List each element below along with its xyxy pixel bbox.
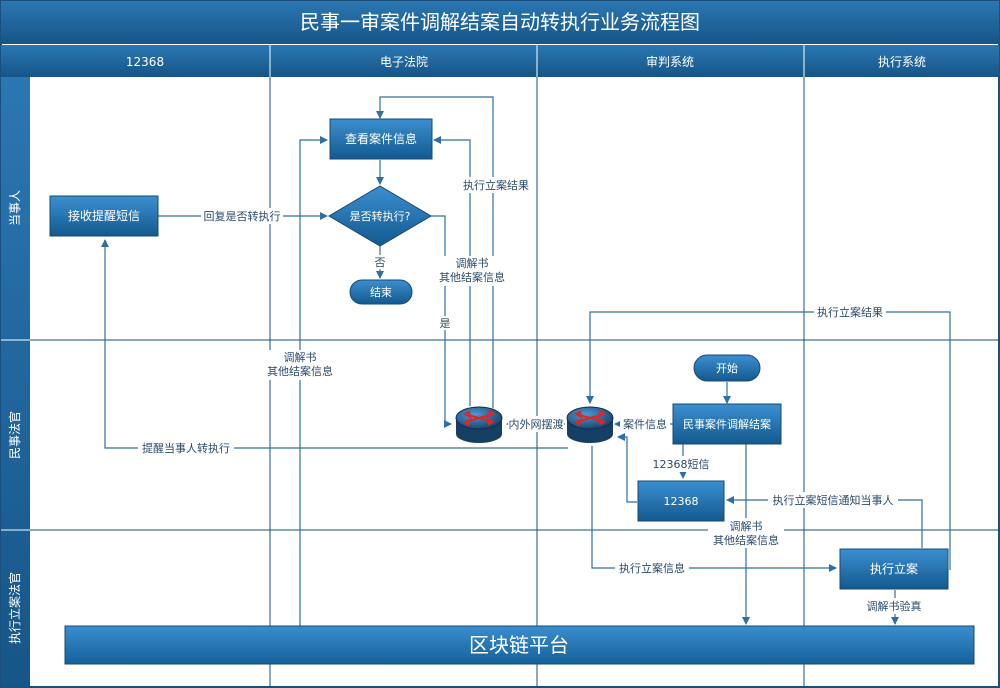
page-title: 民事一审案件调解结案自动转执行业务流程图 xyxy=(300,10,700,34)
svg-text:其他结案信息: 其他结案信息 xyxy=(267,364,333,378)
row-label-civil-judge: 民事法官 xyxy=(7,411,22,459)
svg-text:结束: 结束 xyxy=(370,286,392,299)
router-icon xyxy=(566,406,614,443)
svg-text:执行立案结果: 执行立案结果 xyxy=(463,178,529,192)
node-exec-filing[interactable]: 执行立案 xyxy=(839,548,949,590)
svg-text:其他结案信息: 其他结案信息 xyxy=(439,270,505,284)
svg-text:接收提醒短信: 接收提醒短信 xyxy=(68,208,140,223)
svg-text:回复是否转执行: 回复是否转执行 xyxy=(204,209,281,223)
node-end[interactable]: 结束 xyxy=(349,279,413,305)
edge-exec-filing-info xyxy=(591,446,837,572)
edge-exec-result-top xyxy=(376,96,494,408)
svg-text:执行立案: 执行立案 xyxy=(870,561,918,576)
svg-text:其他结案信息: 其他结案信息 xyxy=(713,533,779,547)
column-header-row xyxy=(1,45,999,77)
node-receive-sms[interactable]: 接收提醒短信 xyxy=(49,195,159,237)
node-decision-transfer[interactable]: 是否转执行? xyxy=(328,185,432,247)
svg-text:12368短信: 12368短信 xyxy=(653,457,710,471)
svg-text:调解书: 调解书 xyxy=(730,519,763,533)
edge-labels: 回复是否转执行 否 是 执行立案结果 调解书 其他结案信息 执行立案结果 调解书… xyxy=(138,177,926,614)
row-label-exec-judge: 执行立案法官 xyxy=(7,572,22,644)
column-header-12368: 12368 xyxy=(126,55,164,69)
node-view-case-info[interactable]: 查看案件信息 xyxy=(329,118,433,160)
svg-text:是: 是 xyxy=(440,317,451,330)
svg-text:查看案件信息: 查看案件信息 xyxy=(345,131,417,146)
svg-text:执行立案短信通知当事人: 执行立案短信通知当事人 xyxy=(773,493,894,507)
node-start[interactable]: 开始 xyxy=(693,354,761,382)
svg-text:否: 否 xyxy=(375,256,386,269)
edge-remind-party xyxy=(101,239,568,449)
swimlane-grid xyxy=(30,77,999,687)
router-icon xyxy=(455,406,503,443)
svg-text:12368: 12368 xyxy=(664,495,699,508)
svg-text:案件信息: 案件信息 xyxy=(623,417,667,431)
node-12368[interactable]: 12368 xyxy=(637,480,725,522)
column-header-trial-system: 审判系统 xyxy=(646,54,694,69)
edge-doc-info xyxy=(433,136,471,406)
column-header-exec-system: 执行系统 xyxy=(878,55,926,69)
svg-text:执行立案信息: 执行立案信息 xyxy=(619,561,685,575)
row-label-column xyxy=(1,77,30,687)
svg-text:调解书: 调解书 xyxy=(456,256,489,270)
node-blockchain-platform[interactable]: 区块链平台 xyxy=(64,625,975,665)
edge-exec-result-right xyxy=(586,311,951,570)
title-bar xyxy=(1,1,999,44)
svg-text:内外网摆渡: 内外网摆渡 xyxy=(509,417,564,431)
svg-text:民事案件调解结案: 民事案件调解结案 xyxy=(683,417,771,431)
row-label-party: 当事人 xyxy=(8,190,22,226)
svg-text:是否转执行?: 是否转执行? xyxy=(350,209,411,223)
svg-text:调解书验真: 调解书验真 xyxy=(867,599,922,613)
node-mediation-closing[interactable]: 民事案件调解结案 xyxy=(672,403,782,445)
edge-doc-info-left xyxy=(299,136,328,626)
svg-text:开始: 开始 xyxy=(716,361,738,375)
svg-text:调解书: 调解书 xyxy=(284,350,317,364)
svg-text:提醒当事人转执行: 提醒当事人转执行 xyxy=(142,441,230,455)
svg-text:执行立案结果: 执行立案结果 xyxy=(817,305,883,319)
column-header-e-court: 电子法院 xyxy=(380,55,428,69)
svg-text:区块链平台: 区块链平台 xyxy=(469,633,569,657)
